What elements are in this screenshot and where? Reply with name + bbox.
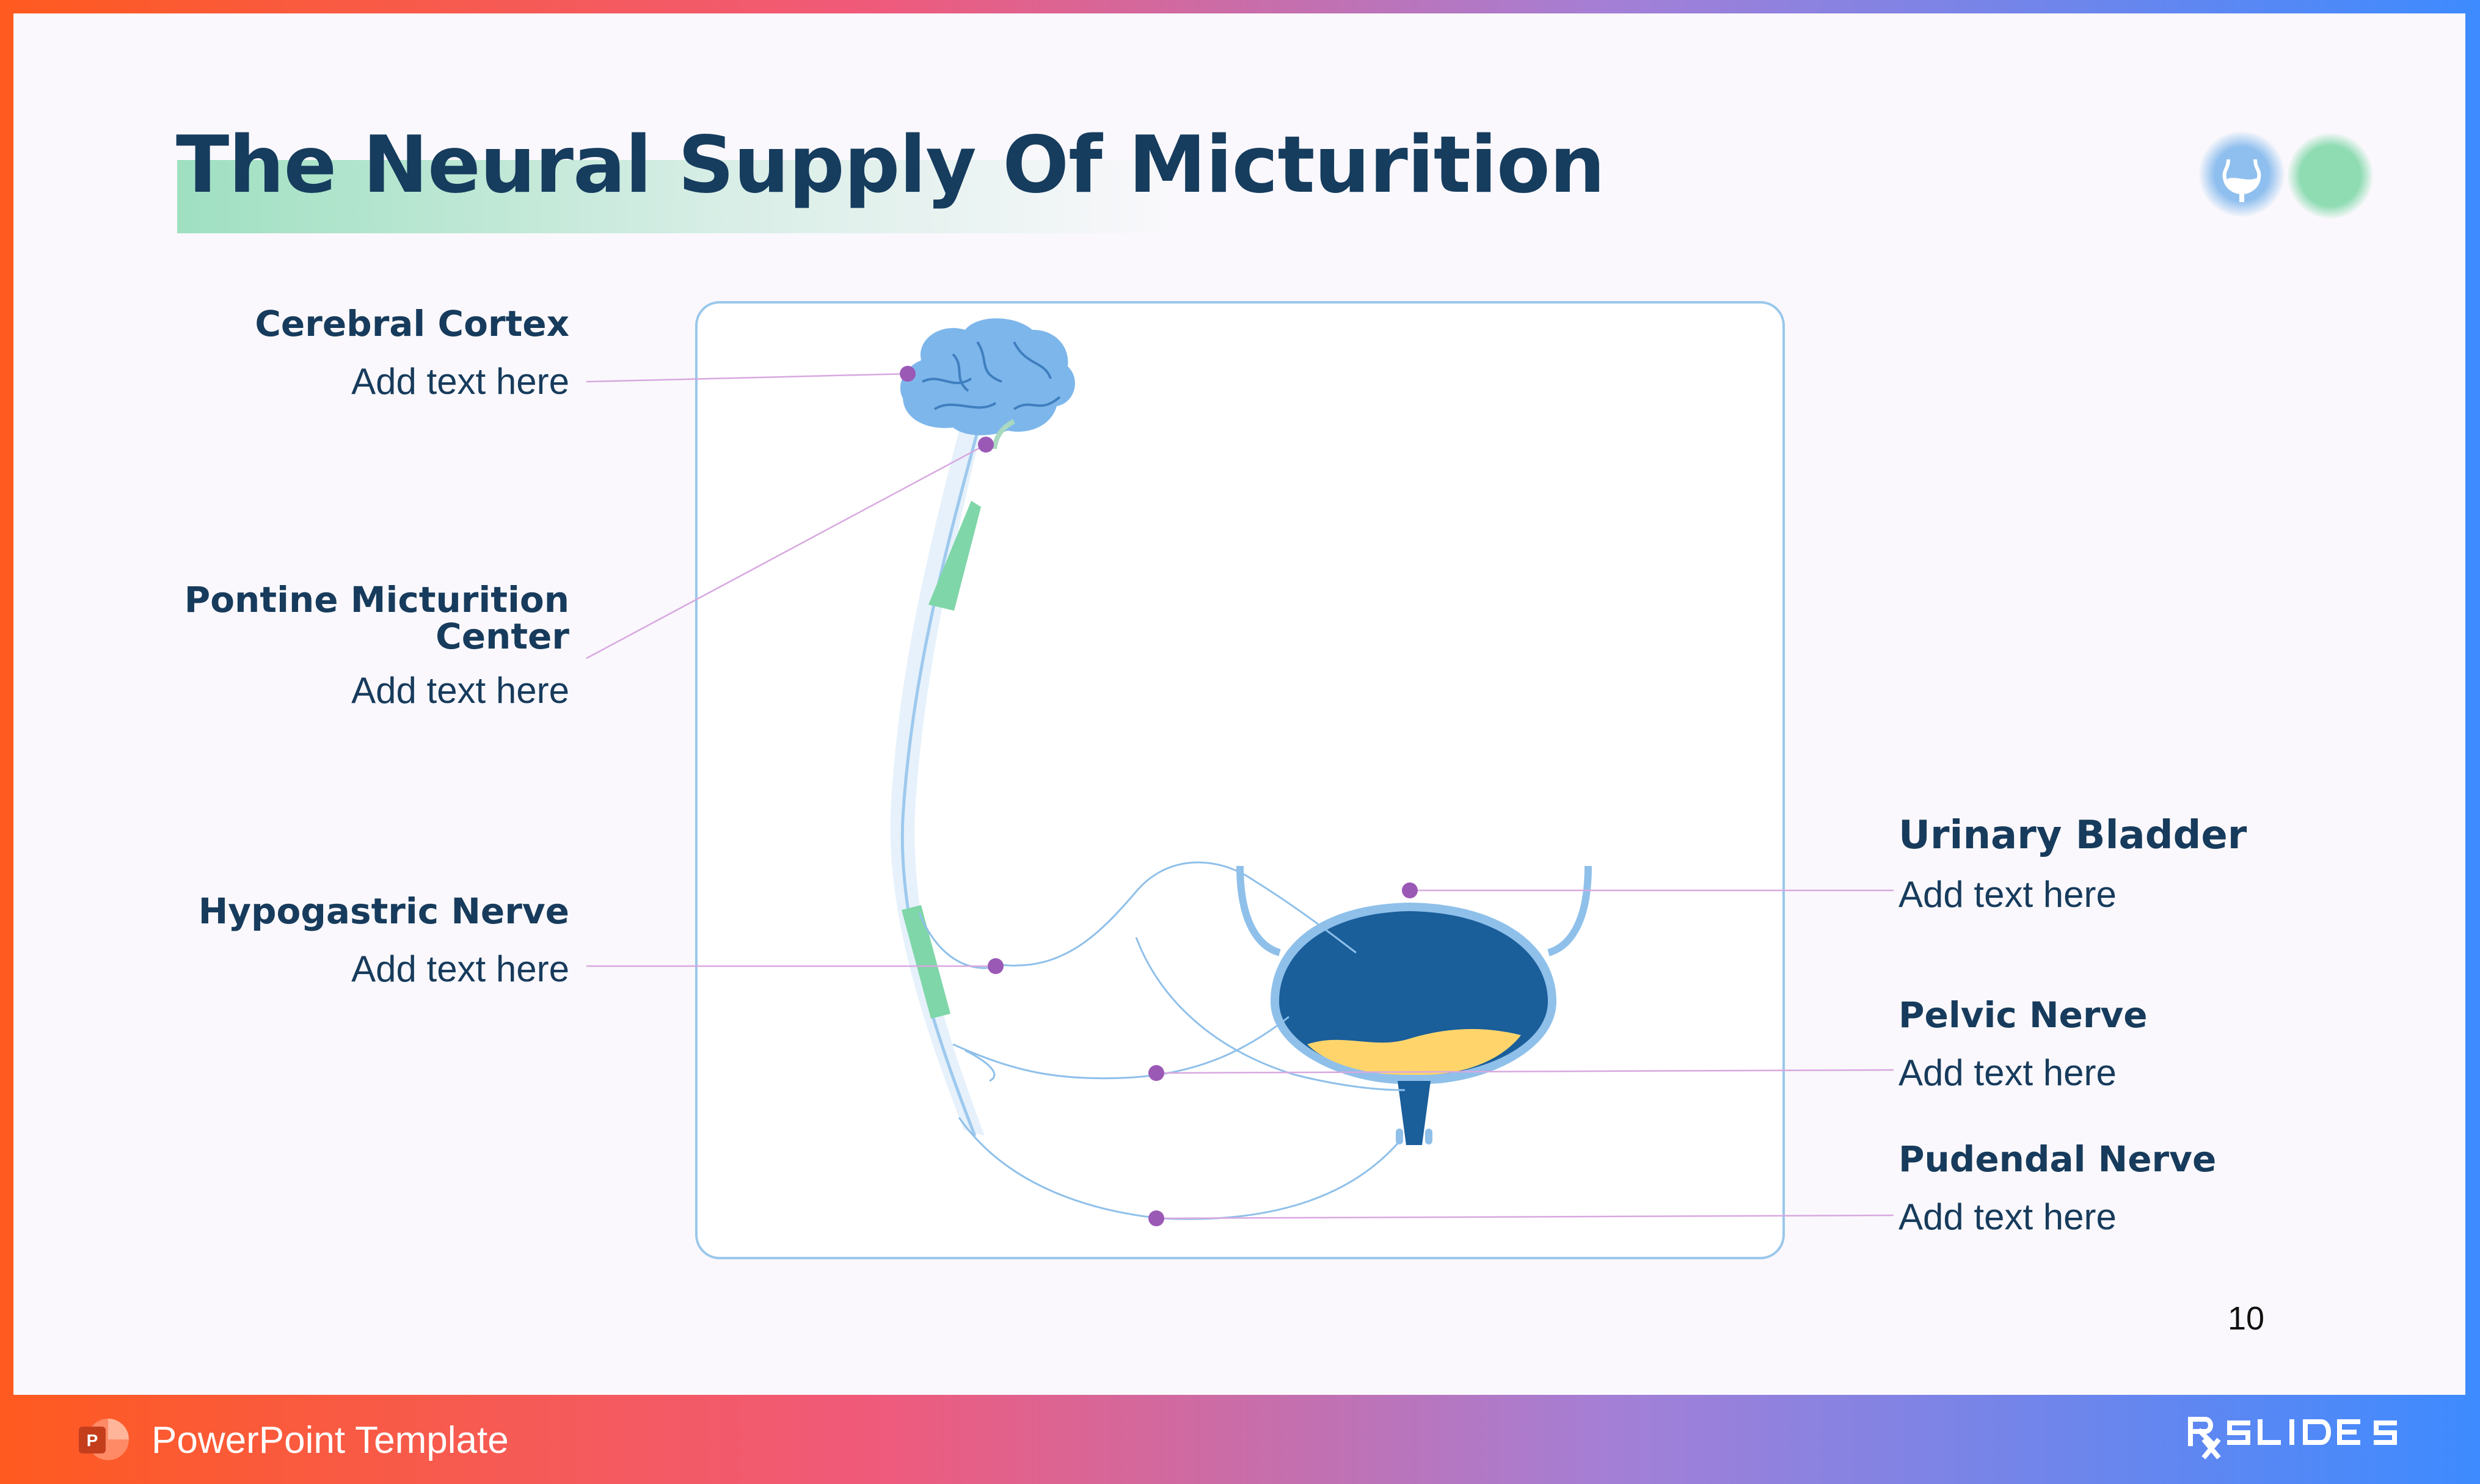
- urinary-bladder-text: Add text here: [1898, 873, 2247, 916]
- marker-hypogastric-nerve: [988, 958, 1004, 974]
- page-number: 10: [2228, 1300, 2264, 1337]
- pontine-center-text: Add text here: [184, 669, 569, 712]
- pudendal-nerve-title: Pudendal Nerve: [1898, 1141, 2216, 1177]
- label-pelvic-nerve: Pelvic Nerve Add text here: [1898, 997, 2148, 1094]
- label-pudendal-nerve: Pudendal Nerve Add text here: [1898, 1141, 2216, 1238]
- marker-cerebral-cortex: [900, 366, 916, 382]
- pontine-center-title-line2: Center: [184, 618, 569, 655]
- label-cerebral-cortex: Cerebral Cortex Add text here: [255, 305, 569, 403]
- label-urinary-bladder: Urinary Bladder Add text here: [1898, 817, 2247, 916]
- hypogastric-nerve-text: Add text here: [199, 948, 569, 991]
- diagram-panel: [696, 302, 1784, 1258]
- marker-pontine-center: [978, 437, 994, 453]
- pelvic-nerve-text: Add text here: [1898, 1052, 2148, 1094]
- pontine-center-title-line1: Pontine Micturition: [184, 581, 569, 618]
- marker-pudendal-nerve: [1148, 1210, 1164, 1226]
- marker-urinary-bladder: [1402, 882, 1418, 898]
- svg-text:P: P: [87, 1431, 98, 1450]
- marker-pelvic-nerve: [1148, 1065, 1164, 1081]
- pelvic-nerve-title: Pelvic Nerve: [1898, 997, 2148, 1033]
- label-hypogastric-nerve: Hypogastric Nerve Add text here: [199, 893, 569, 991]
- urinary-bladder-title: Urinary Bladder: [1898, 817, 2247, 854]
- hypogastric-nerve-title: Hypogastric Nerve: [199, 893, 569, 929]
- footer-app-label: PowerPoint Template: [151, 1419, 509, 1462]
- label-pontine-center: Pontine Micturition Center Add text here: [184, 581, 569, 712]
- rx-slides-logo: [2187, 1413, 2407, 1462]
- cerebral-cortex-text: Add text here: [255, 360, 569, 403]
- cerebral-cortex-title: Cerebral Cortex: [255, 305, 569, 342]
- pudendal-nerve-text: Add text here: [1898, 1196, 2216, 1238]
- powerpoint-icon: P: [76, 1417, 131, 1462]
